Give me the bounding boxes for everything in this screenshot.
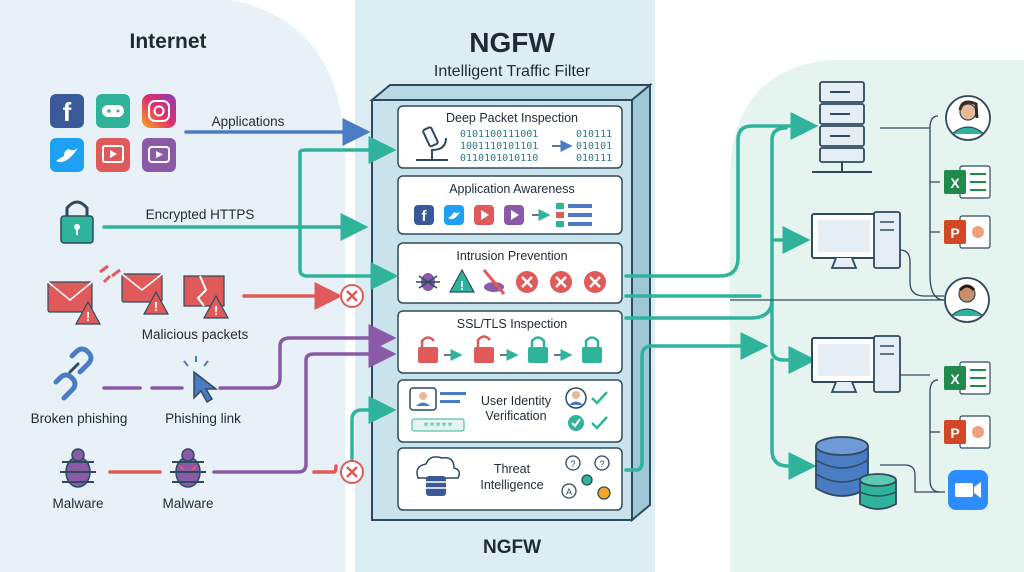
svg-text:f: f [422, 208, 428, 225]
label-encrypted-https: Encrypted HTTPS [146, 207, 255, 222]
module-application-awareness: Application Awareness f [397, 175, 623, 235]
module-user-identity-verification: ***** User Identity Verification [397, 379, 623, 443]
module-deep-packet-inspection: Deep Packet Inspection 0101100111001 100… [397, 105, 623, 169]
label-applications: Applications [212, 114, 285, 129]
svg-text:f: f [63, 97, 72, 127]
module-threat-intelligence: Threat Intelligence ? ? A [397, 447, 623, 511]
cursor-icon [183, 356, 219, 404]
broken-link-icon [53, 346, 94, 401]
broken-lock-icon [418, 336, 438, 363]
game-controller-icon [96, 94, 130, 128]
network-connectors [730, 115, 945, 493]
svg-text:!: ! [86, 309, 90, 324]
instagram-icon [142, 94, 176, 128]
youtube-icon [142, 138, 176, 172]
svg-text:!: ! [460, 278, 464, 293]
blocked-intrusion-icon [482, 269, 506, 295]
padlock-icon [60, 200, 94, 244]
block-icon [516, 271, 538, 293]
server-icon [812, 81, 872, 173]
label-phishing-link: Phishing link [165, 411, 241, 426]
video-call-icon [948, 470, 988, 510]
warning-icon: ! [448, 268, 476, 293]
svg-text:!: ! [154, 299, 158, 314]
block-icon [550, 271, 572, 293]
ngfw-subtitle: Intelligent Traffic Filter [434, 63, 591, 80]
desktop-computer-icon [811, 335, 901, 393]
module-label: Application Awareness [449, 182, 575, 196]
module-label: Deep Packet Inspection [446, 111, 578, 125]
internet-title: Internet [129, 30, 206, 53]
powerpoint-icon: P [944, 415, 991, 449]
bits-in-3: 0110101010110 [460, 153, 538, 164]
id-card-icon [409, 387, 466, 411]
module-label: SSL/TLS Inspection [457, 317, 568, 331]
bits-in-2: 1001110101101 [460, 141, 538, 152]
user-avatar-icon [944, 277, 990, 323]
svg-text:?: ? [599, 459, 604, 469]
label-broken-phishing: Broken phishing [31, 411, 128, 426]
intelligence-network-icon [561, 455, 611, 500]
lock-icon [528, 336, 548, 363]
password-mask: ***** [423, 421, 453, 432]
module-label: Intrusion Prevention [456, 249, 567, 263]
list-icon [556, 203, 592, 227]
bug-icon [170, 448, 206, 488]
check-icon [591, 391, 608, 405]
bits-in-1: 0101100111001 [460, 129, 538, 140]
cloud-database-icon [416, 456, 461, 496]
powerpoint-icon: P [944, 215, 991, 249]
twitter-icon [50, 138, 84, 172]
internet-zone [0, 0, 345, 572]
svg-text:P: P [950, 225, 959, 241]
lock-icon [582, 336, 602, 363]
label-malicious-packets: Malicious packets [142, 327, 249, 342]
module-ssl-tls-inspection: SSL/TLS Inspection [397, 310, 623, 374]
svg-text:P: P [950, 425, 959, 441]
block-icon [340, 460, 364, 484]
svg-text:!: ! [214, 303, 218, 318]
database-icon [815, 436, 897, 510]
svg-text:X: X [950, 175, 960, 191]
ngfw-footer: NGFW [483, 537, 541, 558]
bug-icon [60, 448, 96, 488]
video-player-icon [96, 138, 130, 172]
svg-text:?: ? [570, 459, 575, 469]
facebook-icon: f [50, 94, 84, 128]
password-field [411, 418, 465, 432]
svg-text:X: X [950, 371, 960, 387]
module-label-line2: Intelligence [480, 478, 543, 492]
bits-out-2: 010101 [576, 141, 612, 152]
label-malware-left: Malware [52, 496, 103, 511]
excel-icon: X [944, 165, 991, 199]
block-icon [584, 271, 606, 293]
flow-arrows-in [102, 118, 399, 474]
ngfw-title: NGFW [469, 27, 555, 58]
malicious-envelopes-icon: ! ! ! [47, 264, 230, 325]
bits-out-3: 010111 [576, 153, 612, 164]
user-avatar-icon [945, 95, 991, 141]
unlocking-icon [474, 335, 494, 363]
svg-text:A: A [566, 487, 572, 497]
bits-out-1: 010111 [576, 129, 612, 140]
label-malware-right: Malware [162, 496, 213, 511]
user-avatar-icon [565, 387, 587, 409]
module-label-line2: Verification [485, 409, 546, 423]
block-icon [340, 284, 364, 308]
facebook-icon [414, 205, 434, 225]
module-label-line1: User Identity [481, 394, 552, 408]
excel-icon: X [944, 361, 991, 395]
bug-icon [416, 273, 440, 291]
desktop-computer-icon [811, 211, 901, 269]
check-icon [591, 416, 608, 430]
module-label-line1: Threat [494, 462, 531, 476]
module-intrusion-prevention: Intrusion Prevention ! [397, 242, 623, 304]
microscope-icon [416, 126, 448, 161]
